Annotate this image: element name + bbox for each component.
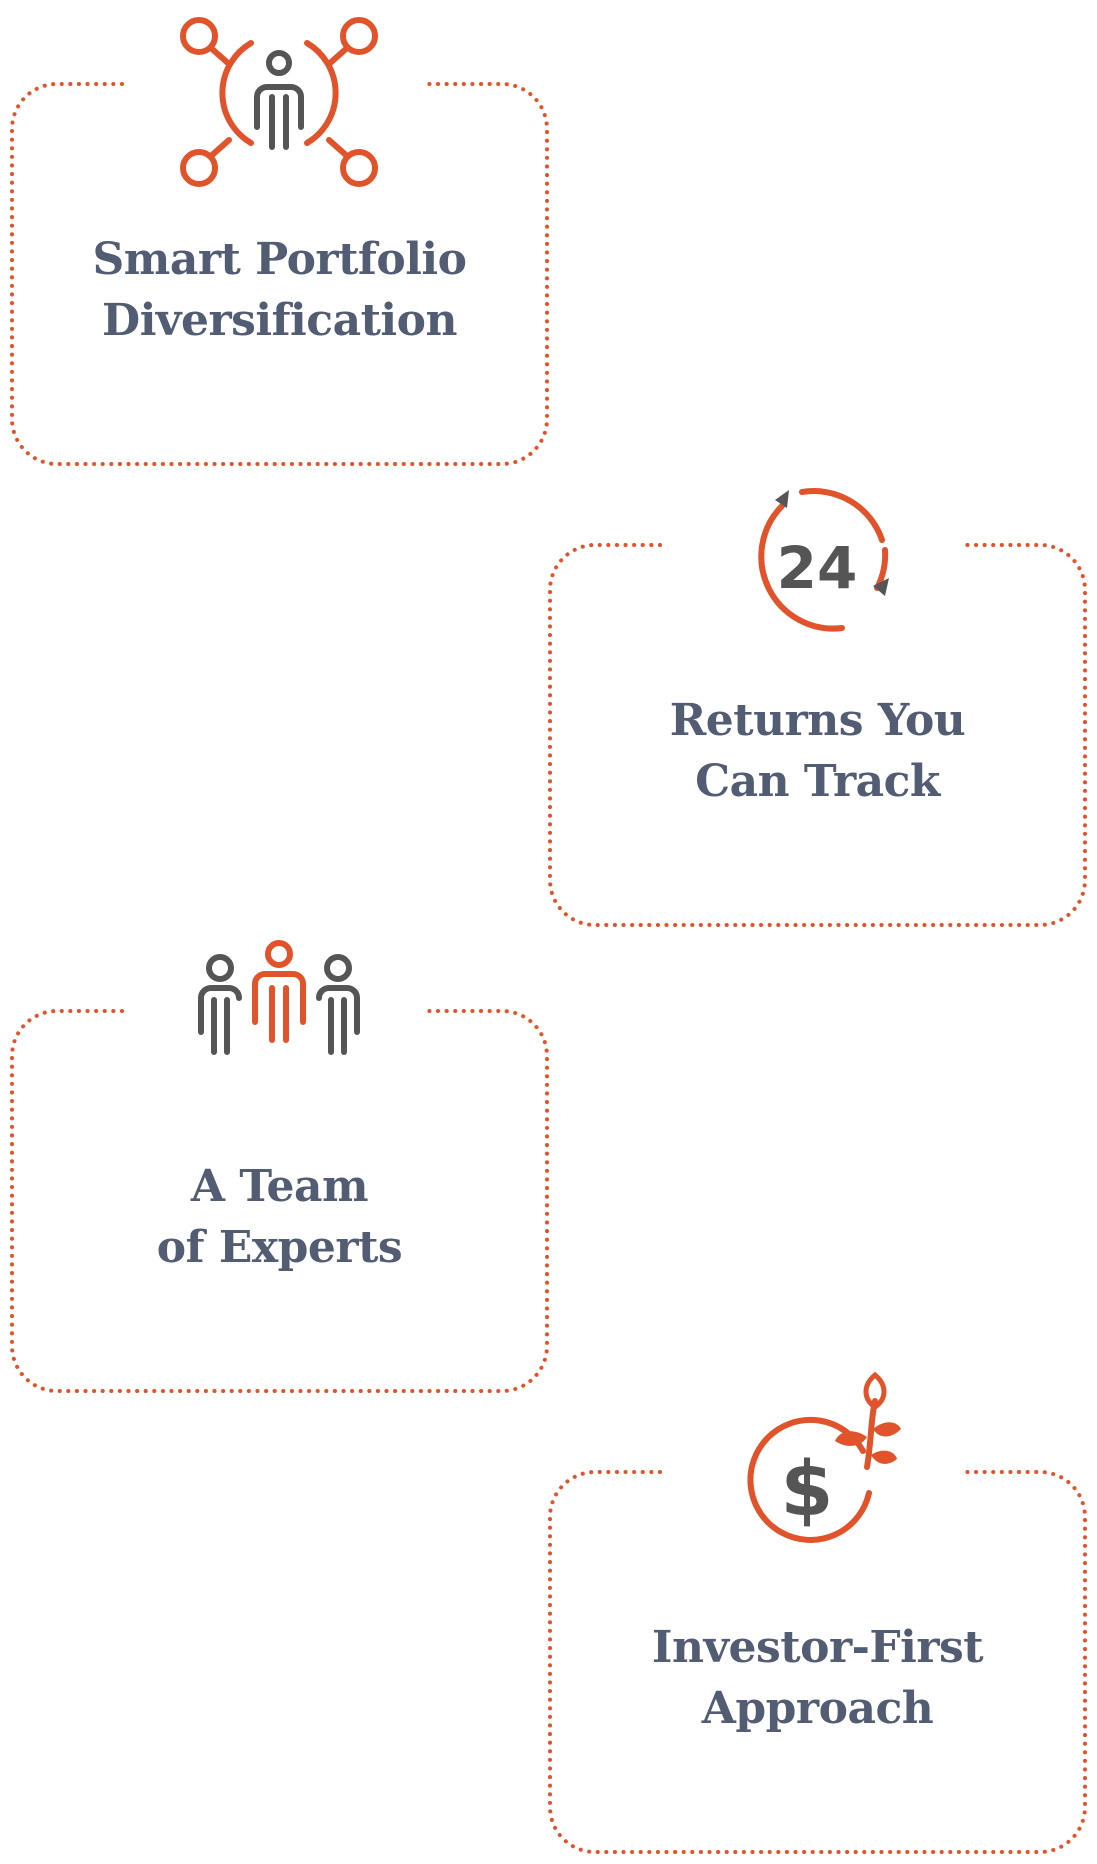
- card-title-line: Can Track: [695, 756, 940, 807]
- card-title-line: Investor-First: [651, 1622, 984, 1673]
- dollar-growth-icon: $: [717, 1371, 917, 1597]
- card-title-line: Diversification: [102, 295, 457, 346]
- card-title-line: of Experts: [156, 1222, 403, 1273]
- dotted-frame: [10, 82, 549, 466]
- feature-card-diversification: Smart Portfolio Diversification: [10, 17, 549, 466]
- team-icon: [179, 936, 379, 1136]
- dotted-frame: [548, 1470, 1087, 1854]
- card-title-line: Smart Portfolio: [92, 234, 467, 285]
- card-title: A Team of Experts: [52, 1156, 507, 1278]
- feature-card-returns: 24 Returns You Can Track: [548, 488, 1087, 927]
- card-title-line: Returns You: [669, 695, 966, 746]
- card-title: Investor-First Approach: [590, 1617, 1045, 1739]
- clock-24-icon: 24: [717, 470, 917, 670]
- dotted-frame: [548, 543, 1087, 927]
- clock-24-label: 24: [777, 534, 858, 602]
- card-title: Returns You Can Track: [590, 690, 1045, 812]
- feature-card-team: A Team of Experts: [10, 940, 549, 1393]
- dollar-sign: $: [781, 1444, 834, 1533]
- feature-card-investor-first: $ Investor-First Approach: [548, 1371, 1087, 1854]
- person-network-icon: [179, 9, 379, 209]
- card-title-line: Approach: [701, 1683, 934, 1734]
- card-title-line: A Team: [190, 1161, 369, 1212]
- dotted-frame: [10, 1009, 549, 1393]
- card-title: Smart Portfolio Diversification: [52, 229, 507, 351]
